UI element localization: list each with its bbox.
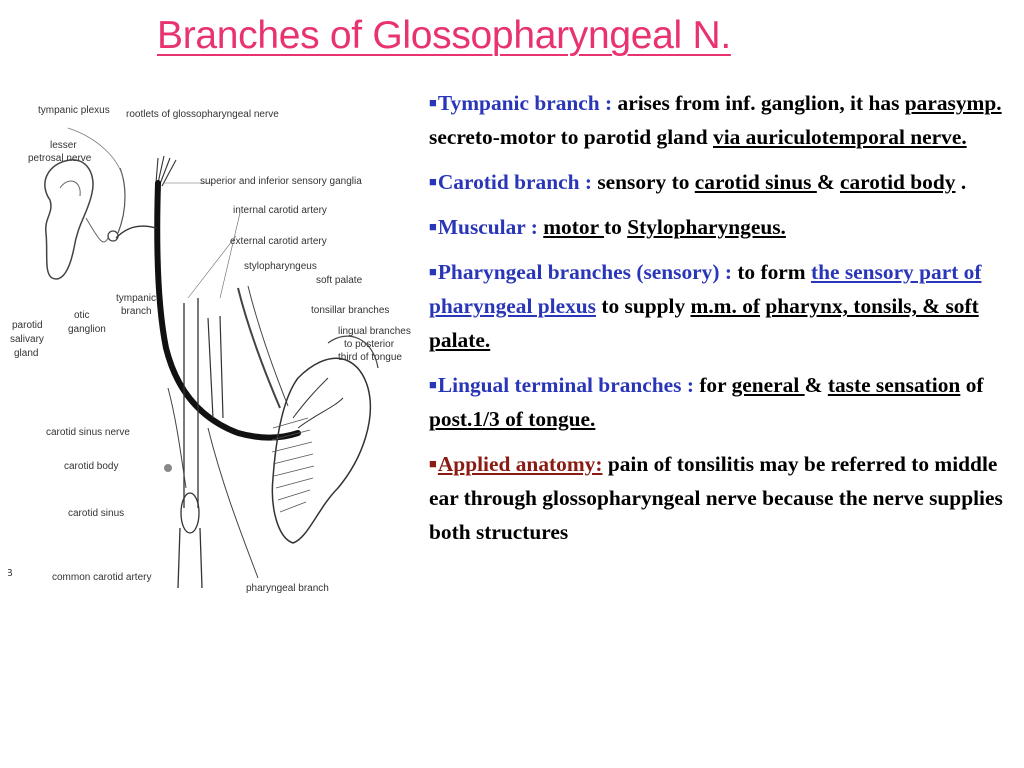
- underlined-term: the sensory part of pharyngeal plexus: [429, 260, 982, 318]
- bullet-heading: Tympanic branch :: [437, 91, 618, 115]
- bullet-carotid: ■Carotid branch : sensory to carotid sin…: [429, 165, 1021, 199]
- underlined-term: pharynx, tonsils, & soft palate.: [429, 294, 979, 352]
- lingual-branches: [292, 377, 344, 429]
- label-parotid-3: gland: [14, 348, 38, 359]
- underlined-term: carotid body: [839, 170, 956, 194]
- bullet-heading: Pharyngeal branches (sensory) :: [437, 260, 738, 284]
- bullet-text: arises from inf. ganglion, it has: [617, 91, 905, 115]
- bullet-square-icon: ■: [429, 377, 437, 392]
- bullet-pharyngeal: ■Pharyngeal branches (sensory) : to form…: [429, 255, 1021, 357]
- label-lingual-2: to posterior: [344, 339, 395, 350]
- parotid-line: [85, 217, 109, 243]
- stylopharyngeus-muscle: [237, 287, 281, 409]
- underlined-term: general: [731, 373, 805, 397]
- bullet-applied: ■Applied anatomy: pain of tonsilitis may…: [429, 447, 1021, 549]
- bullet-square-icon: ■: [429, 95, 437, 110]
- label-lingual-3: third of tongue: [338, 352, 402, 363]
- bullet-text: secreto-motor to parotid gland: [429, 125, 713, 149]
- bullet-heading: Lingual terminal branches :: [437, 373, 700, 397]
- label-rootlets: rootlets of glossopharyngeal nerve: [126, 109, 279, 120]
- bullet-lingual: ■Lingual terminal branches : for general…: [429, 368, 1021, 436]
- bullet-text: to supply: [596, 294, 691, 318]
- bullet-tympanic: ■Tympanic branch : arises from inf. gang…: [429, 86, 1021, 154]
- bullet-text: &: [804, 373, 828, 397]
- carotid-body: [164, 464, 172, 472]
- bullet-text: for: [699, 373, 732, 397]
- lesser-petrosal-nerve: [117, 167, 126, 234]
- label-tympanic-branch: tympanic: [116, 293, 156, 304]
- ear-outline: [44, 159, 94, 280]
- underlined-term: parasymp.: [904, 91, 1002, 115]
- bullet-square-icon: ■: [429, 174, 437, 189]
- label-lingual: lingual branches: [338, 326, 411, 337]
- label-lesser: lesser: [50, 140, 77, 151]
- bullet-heading: Muscular :: [437, 215, 544, 239]
- bullet-square-icon: ■: [429, 456, 437, 471]
- glossopharyngeal-nerve: [154, 180, 301, 441]
- underlined-term: carotid sinus: [694, 170, 817, 194]
- bullet-heading: Applied anatomy:: [437, 452, 603, 476]
- otic-ganglion: [107, 230, 119, 242]
- label-common-carotid: common carotid artery: [52, 572, 151, 583]
- bullet-list: ■Tympanic branch : arises from inf. gang…: [429, 86, 1021, 560]
- label-pharyngeal-branch: pharyngeal branch: [246, 583, 329, 594]
- label-ganglia: superior and inferior sensory ganglia: [200, 176, 362, 187]
- carotid-sinus-shape: [180, 492, 200, 534]
- bullet-text: sensory to: [597, 170, 695, 194]
- tympanic-plexus-line: [67, 127, 124, 179]
- bullet-text: to form: [737, 260, 811, 284]
- label-carotid-body: carotid body: [64, 461, 118, 472]
- bullet-text: &: [816, 170, 840, 194]
- label-lesser-petrosal: petrosal nerve: [28, 153, 92, 164]
- bullet-muscular: ■Muscular : motor to Stylopharyngeus.: [429, 210, 1021, 244]
- rootlets: [155, 155, 177, 187]
- bullet-text: .: [955, 170, 967, 194]
- carotid-sinus-nerve: [167, 387, 187, 489]
- soft-palate-outline: [327, 335, 379, 369]
- page-title: Branches of Glossopharyngeal N.: [157, 14, 731, 57]
- bullet-square-icon: ■: [429, 219, 437, 234]
- anatomy-figure: tympanic plexus rootlets of glossopharyn…: [8, 105, 411, 594]
- underlined-term: via auriculotemporal nerve.: [713, 125, 967, 149]
- label-stylopharyngeus: stylopharyngeus: [244, 261, 317, 272]
- tympanic-branch-line: [115, 225, 157, 239]
- label-parotid: parotid: [12, 320, 43, 331]
- underlined-term: m.m. of: [690, 294, 761, 318]
- pharyngeal-muscle-hatch: [271, 417, 315, 513]
- bullet-heading: Carotid branch :: [437, 170, 598, 194]
- underlined-term: taste sensation: [827, 373, 961, 397]
- label-otic: otic: [74, 310, 90, 321]
- label-figure-letter: B: [8, 568, 13, 579]
- label-tonsillar: tonsillar branches: [311, 305, 389, 316]
- leader-lines: [163, 182, 241, 299]
- pharyngeal-branch-line: [207, 427, 259, 579]
- ear-inner: [59, 180, 81, 197]
- tongue-outline: [271, 357, 372, 544]
- bullet-text: of: [960, 373, 984, 397]
- common-carotid-artery: [177, 527, 203, 589]
- label-ica: internal carotid artery: [233, 205, 327, 216]
- bullet-text: to: [604, 215, 628, 239]
- label-soft-palate: soft palate: [316, 275, 363, 286]
- label-otic-2: ganglion: [68, 324, 106, 335]
- label-eca: external carotid artery: [230, 236, 327, 247]
- external-carotid-artery: [207, 315, 224, 419]
- label-carotid-sinus-nerve: carotid sinus nerve: [46, 427, 130, 438]
- underlined-term: Stylopharyngeus.: [627, 215, 786, 239]
- label-tympanic-branch-2: branch: [121, 306, 152, 317]
- label-carotid-sinus: carotid sinus: [68, 508, 124, 519]
- underlined-term: post.1/3 of tongue.: [429, 407, 596, 431]
- bullet-text: pain of tonsilitis may be referred to mi…: [429, 452, 1003, 544]
- underlined-term: motor: [543, 215, 605, 239]
- label-parotid-2: salivary: [10, 334, 44, 345]
- label-tympanic-plexus: tympanic plexus: [38, 105, 110, 116]
- bullet-square-icon: ■: [429, 264, 437, 279]
